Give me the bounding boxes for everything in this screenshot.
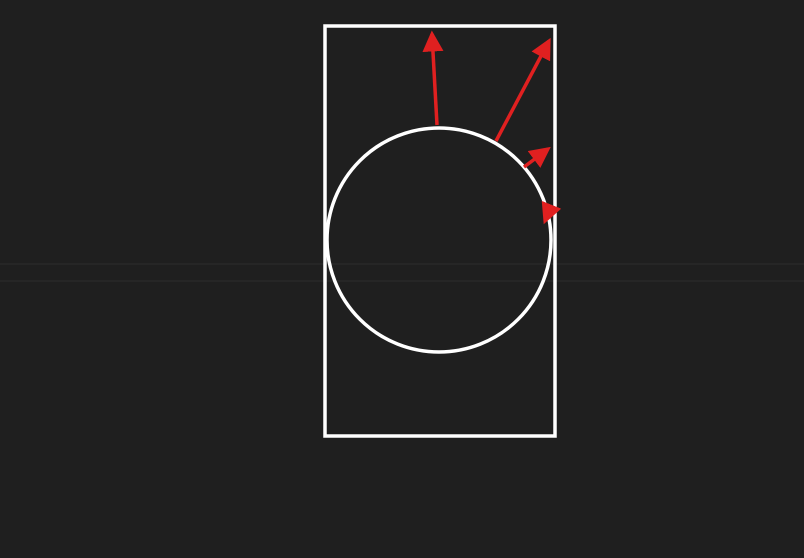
arrow-upper-right <box>494 37 551 142</box>
arrow-short-down <box>541 200 562 225</box>
container-rectangle <box>323 24 557 438</box>
inner-circle <box>325 126 553 354</box>
arrow-up <box>422 30 444 126</box>
arrow-right <box>522 146 551 169</box>
